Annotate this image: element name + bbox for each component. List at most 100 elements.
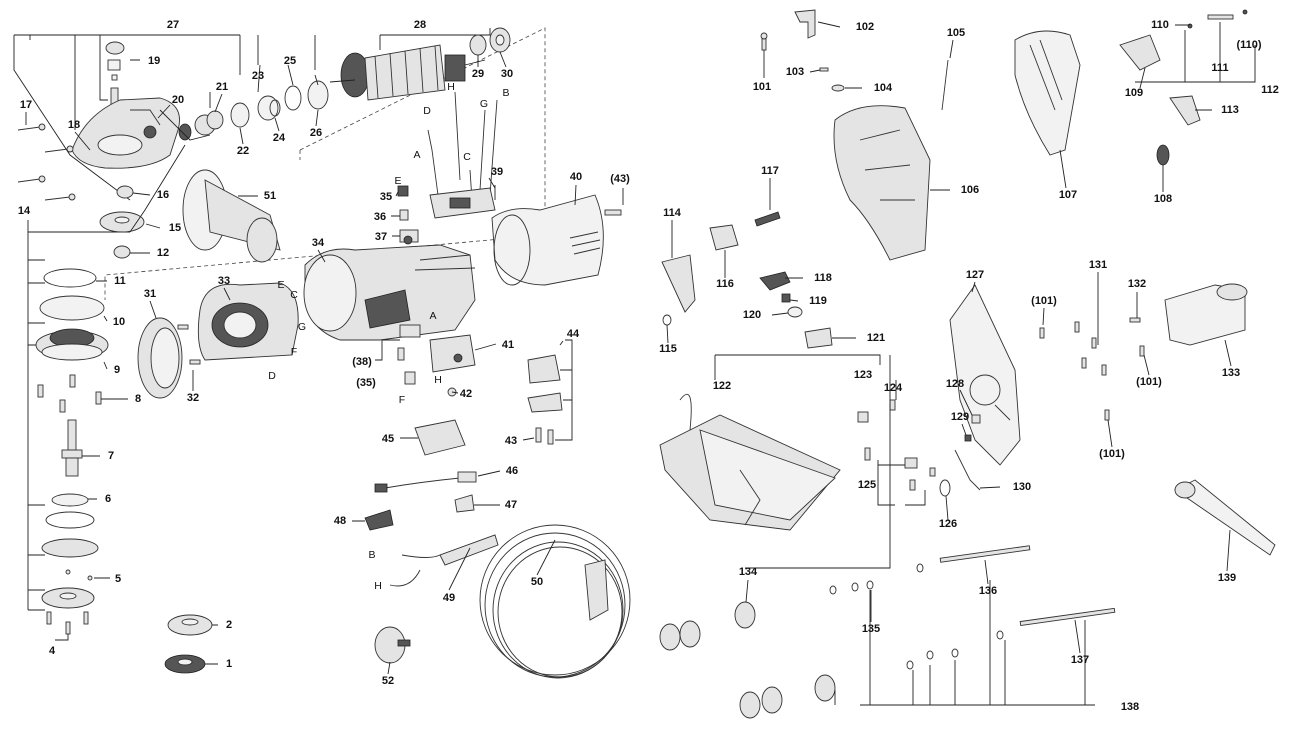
label-40: 40 [570, 171, 582, 183]
label-102: 102 [856, 21, 874, 33]
bush-16-part [116, 185, 134, 199]
screws-4-part [46, 611, 89, 641]
blade-guard-106-part [833, 105, 931, 261]
label-46: 46 [506, 465, 518, 477]
knob-108-part [1156, 144, 1170, 166]
plate-114-part [661, 254, 696, 313]
label-131: 131 [1089, 259, 1107, 271]
clip-35-part [404, 371, 416, 385]
rollers-134-part [659, 601, 836, 719]
label-127: 127 [966, 269, 984, 281]
base-plate-122-part [659, 354, 881, 531]
label-123: 123 [854, 369, 872, 381]
label-119: 119 [809, 295, 827, 307]
washer-120-part [787, 306, 803, 318]
label-51: 51 [264, 190, 276, 202]
label-129: 129 [951, 411, 969, 423]
brush-rods-part [427, 91, 498, 211]
label-120: 120 [743, 309, 761, 321]
label-37: 37 [375, 231, 387, 243]
bearing-29-part [469, 34, 487, 56]
bearing-12-part [113, 245, 131, 259]
label-33: 33 [218, 275, 230, 287]
label-139: 139 [1218, 572, 1236, 584]
label-29: 29 [472, 68, 484, 80]
housing-plate-127-part [949, 284, 1021, 466]
label-27: 27 [167, 19, 179, 31]
label-7: 7 [108, 450, 114, 462]
label-128: 128 [946, 378, 964, 390]
label-28: 28 [414, 19, 426, 31]
washer-115-part [662, 314, 672, 326]
ring-part [45, 511, 95, 529]
stator-33-part [197, 282, 299, 361]
label-130: 130 [1013, 481, 1031, 493]
label-35: 35 [380, 191, 392, 203]
label-9: 9 [114, 364, 120, 376]
cable-46-part [374, 471, 477, 493]
letter-F-2: F [399, 394, 405, 406]
label-15: 15 [169, 222, 181, 234]
screws-131-part [1039, 317, 1145, 421]
label-17: 17 [20, 99, 32, 111]
label-132: 132 [1128, 278, 1146, 290]
label-12: 12 [157, 247, 169, 259]
side-handle-51-part [182, 169, 281, 263]
letter-E-2: E [277, 279, 284, 291]
label-110: 110 [1151, 19, 1169, 31]
spring-119-part [781, 293, 791, 303]
fittings-125-part [864, 447, 936, 506]
gear-housing-20-part [71, 97, 180, 169]
label-43-paren: (43) [610, 173, 630, 185]
spring-117-part [754, 211, 781, 227]
label-115: 115 [659, 343, 677, 355]
dust-adapter-133-part [1164, 283, 1248, 346]
ring-11-part [43, 268, 97, 288]
letter-H-2: H [434, 374, 442, 386]
label-41: 41 [502, 339, 514, 351]
block-123-part [857, 411, 869, 423]
label-22: 22 [237, 145, 249, 157]
label-126: 126 [939, 518, 957, 530]
label-5: 5 [115, 573, 121, 585]
label-107: 107 [1059, 189, 1077, 201]
label-52: 52 [382, 675, 394, 687]
nut-2-part [167, 614, 213, 636]
letter-E-1: E [394, 175, 401, 187]
letter-B-2: B [368, 549, 375, 561]
label-109: 109 [1125, 87, 1143, 99]
brush-holder-39-part [429, 185, 496, 219]
label-125: 125 [858, 479, 876, 491]
letter-C-1: C [463, 151, 471, 163]
screws-17-part [17, 123, 76, 201]
label-1: 1 [226, 658, 232, 670]
letter-C-2: C [290, 289, 298, 301]
label-106: 106 [961, 184, 979, 196]
pin-103-part [819, 67, 829, 72]
label-16: 16 [157, 189, 169, 201]
label-49: 49 [443, 592, 455, 604]
clip-116-part [709, 224, 739, 251]
letter-H-3: H [374, 580, 382, 592]
pin-124-part [889, 399, 896, 411]
screw-43-part [604, 188, 624, 216]
callout-labels: 27 28 19 17 18 20 21 22 23 24 25 26 29 3… [18, 19, 1279, 713]
clip-47-part [454, 494, 475, 513]
label-31: 31 [144, 288, 156, 300]
brush-35-part [397, 185, 409, 197]
bracket-45-part [414, 419, 466, 456]
label-4: 4 [49, 645, 56, 657]
screw-101-part [760, 32, 768, 78]
label-39: 39 [491, 166, 503, 178]
nut-1-part [164, 654, 206, 674]
letter-A-1: A [413, 149, 420, 161]
letter-B-1: B [502, 87, 509, 99]
cover-107-part [1014, 30, 1081, 156]
spring-105-part [941, 59, 949, 111]
armature-28-part [329, 28, 491, 101]
switch-37-part [399, 229, 419, 245]
label-47: 47 [505, 499, 517, 511]
label-19: 19 [148, 55, 160, 67]
label-10: 10 [113, 316, 125, 328]
label-36: 36 [374, 211, 386, 223]
